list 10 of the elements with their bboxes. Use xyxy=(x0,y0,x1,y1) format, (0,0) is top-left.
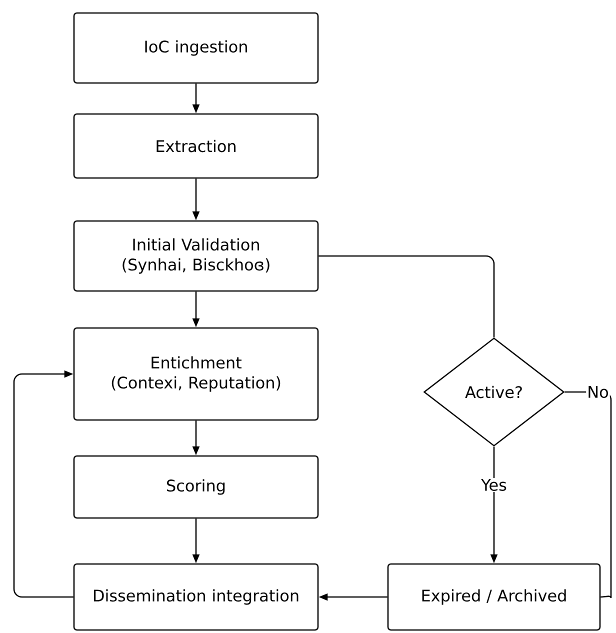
process-box: Initial Validation (Synhai, Bisckhoɞ) xyxy=(73,220,319,292)
arrow xyxy=(13,370,74,598)
process-box: Expired / Archived xyxy=(387,563,601,631)
process-box: Extraction xyxy=(73,113,319,179)
process-box: Scoring xyxy=(73,455,319,519)
edge-label: No xyxy=(586,385,610,399)
process-box: Entichment (Contexi, Reputation) xyxy=(73,327,319,421)
edge-label: Yes xyxy=(480,478,508,492)
process-box: Dissemination integration xyxy=(73,563,319,631)
process-box: IoC ingestion xyxy=(73,12,319,84)
